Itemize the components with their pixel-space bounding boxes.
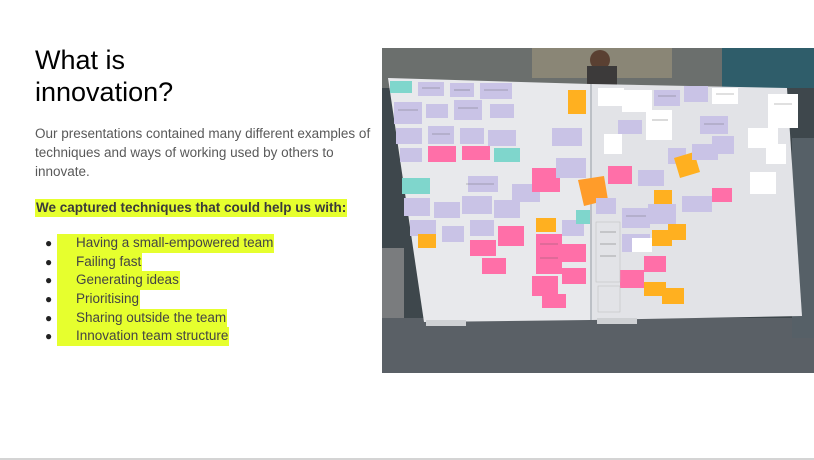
bullet-icon: ● [45,254,53,269]
intro-paragraph: Our presentations contained many differe… [35,126,371,179]
bullet-icon: ● [45,236,53,250]
slide-bottom-border [0,458,814,460]
note-cluster-left [390,81,590,308]
handwriting-marks [398,87,792,259]
bullet-icon: ● [45,310,53,325]
slide-title: What is innovation? [35,44,355,108]
title-line-1: What is [35,45,126,75]
photo-illustration [382,48,814,373]
sticky-notes-photo [382,48,814,373]
bullet-icon: ● [45,273,53,288]
title-line-2: innovation? [35,77,174,107]
bullet-icon: ● [45,292,53,307]
lead-text: We captured techniques that could help u… [35,199,348,217]
bullet-icon: ● [45,329,53,344]
note-cluster-right [578,86,798,313]
